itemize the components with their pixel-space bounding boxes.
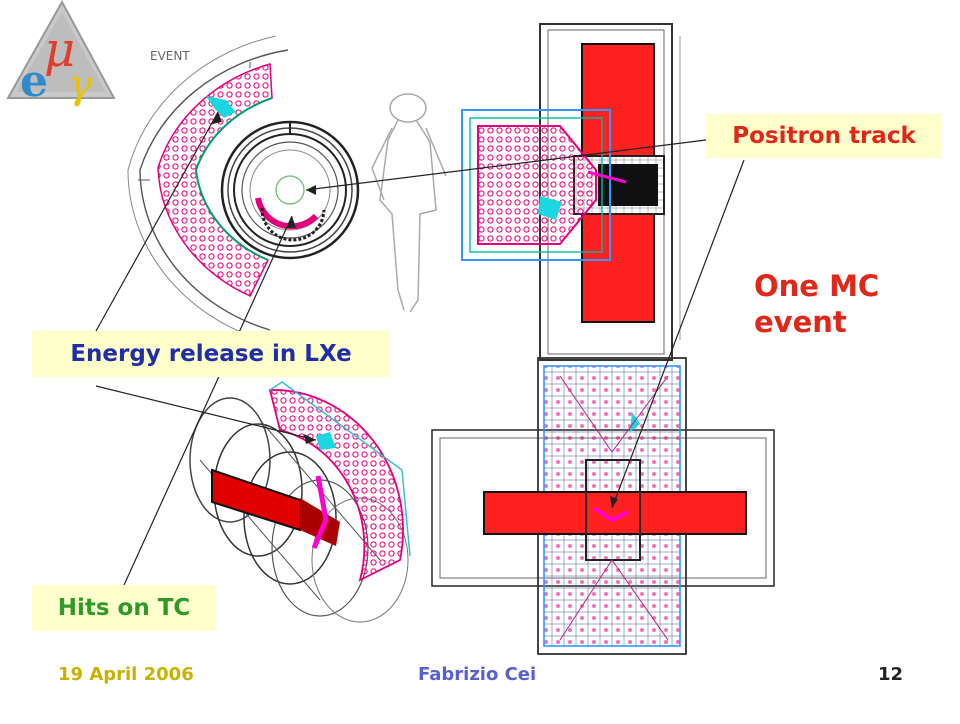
footer-author: Fabrizio Cei [418,664,537,685]
magnet-end-view [431,357,775,655]
pointer-lines [95,111,745,586]
footer-date: 19 April 2006 [58,664,194,685]
person-silhouette [371,93,447,313]
meg-logo: μ e γ [6,0,116,108]
hits-on-tc-label: Hits on TC [32,585,216,631]
page-number: 12 [878,664,904,685]
logo-e-glyph: e [20,56,48,107]
event-tag: EVENT [150,49,190,63]
perspective-view [189,381,411,623]
mc-event-label: One MC event [754,269,880,339]
logo-mu-glyph: μ [44,22,75,78]
lxe-end-view: EVENT [127,35,360,341]
logo-gamma-glyph: γ [68,62,92,108]
magnet-side-view [461,23,681,361]
positron-track-label: Positron track [706,114,942,158]
energy-release-label: Energy release in LXe [32,331,390,377]
